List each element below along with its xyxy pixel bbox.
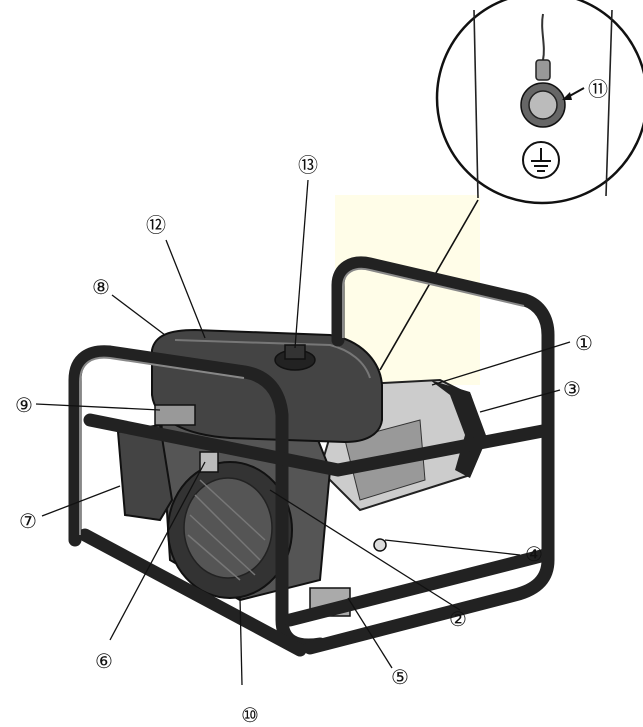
ground-terminal-inset: [435, 0, 643, 205]
callout-5: ⑤: [391, 665, 409, 689]
ground-symbol-icon: [522, 141, 560, 179]
generator-illustration: [68, 256, 555, 657]
callout-6: ⑥: [95, 649, 113, 673]
leader-lines: [35, 179, 571, 686]
callout-11: ⑪: [588, 77, 608, 101]
callout-13: ⑬: [298, 153, 318, 177]
callout-12: ⑫: [146, 213, 166, 237]
callout-8: ⑧: [92, 275, 110, 299]
callout-4: ④: [525, 542, 543, 566]
ground-terminal-nut-icon: [520, 82, 566, 128]
callout-1: ①: [575, 331, 593, 355]
callout-3: ③: [563, 377, 581, 401]
callout-9: ⑨: [15, 393, 33, 417]
inset-leader-line: [379, 199, 479, 371]
callout-2: ②: [449, 607, 467, 631]
callout-7: ⑦: [19, 509, 37, 533]
callout-10: ⑩: [241, 703, 259, 727]
